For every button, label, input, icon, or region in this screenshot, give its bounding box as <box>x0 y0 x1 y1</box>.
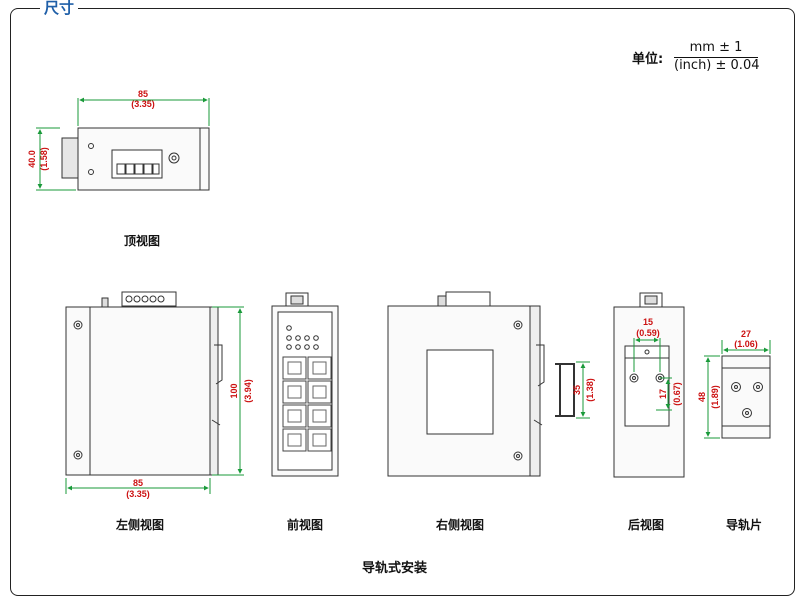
terminal-pin <box>125 163 135 175</box>
dim-top-width-in: (3.35) <box>131 99 155 109</box>
rj45-port <box>282 404 307 428</box>
led-indicator <box>313 344 319 350</box>
caption-right-side-view: 右侧视图 <box>436 518 485 532</box>
led-indicator <box>295 335 301 341</box>
section-title: 尺寸 <box>40 0 79 16</box>
dim-rail-width-mm: 27 <box>741 329 751 339</box>
terminal-block <box>121 291 177 307</box>
dim-rail-clip-mm: 35 <box>572 385 582 395</box>
dim-rail-width-in: (1.06) <box>734 339 758 349</box>
screw-icon <box>73 320 83 330</box>
dim-back-height-mm: 17 <box>658 389 668 399</box>
rj45-port <box>307 356 332 380</box>
rj45-port <box>282 356 307 380</box>
led-indicator <box>304 344 310 350</box>
dim-top-depth-mm: 40.0 <box>27 150 37 168</box>
din-bracket <box>624 345 670 427</box>
screw-icon <box>73 450 83 460</box>
din-clip <box>209 306 219 476</box>
screw-icon <box>88 169 94 175</box>
dim-rail-clip-in: (1.38) <box>585 378 595 402</box>
dim-side-height-in: (3.94) <box>243 379 253 403</box>
top-view-rail-clip <box>61 137 79 179</box>
terminal-pin <box>134 163 144 175</box>
rail-plate <box>721 355 771 439</box>
rail-plate-dims <box>704 340 771 439</box>
ground-screw-icon <box>168 152 180 164</box>
terminal-pin <box>143 163 153 175</box>
led-indicator <box>295 344 301 350</box>
top-view <box>61 127 210 191</box>
led-indicator <box>286 344 292 350</box>
rj45-port <box>307 404 332 428</box>
din-clip <box>529 305 541 477</box>
dim-rail-height-mm: 48 <box>697 392 707 402</box>
top-view-dims <box>36 97 210 191</box>
dim-back-width-mm: 15 <box>643 317 653 327</box>
dim-top-width-mm: 85 <box>138 89 148 99</box>
led-indicator <box>313 335 319 341</box>
caption-din-rail-install: 导轨式安装 <box>362 561 428 576</box>
rj45-port <box>282 380 307 404</box>
dim-rail-height-in: (1.89) <box>710 385 720 409</box>
label-area <box>426 349 494 435</box>
caption-front-view: 前视图 <box>287 518 324 532</box>
rail-plate-body <box>721 355 771 439</box>
dim-side-width-in: (3.35) <box>126 489 150 499</box>
caption-back-view: 后视图 <box>628 518 665 532</box>
diagram-frame <box>10 8 795 596</box>
screw-hole-icon <box>753 382 763 392</box>
unit-label: 单位: <box>632 52 664 67</box>
front-view <box>271 292 339 477</box>
terminal-pin <box>116 163 126 175</box>
terminal-pin <box>152 163 160 175</box>
screw-hole-icon <box>742 408 752 418</box>
back-view-dims <box>633 337 672 411</box>
rj45-port <box>307 380 332 404</box>
led-indicator <box>286 335 292 341</box>
caption-top-view: 顶视图 <box>124 234 161 248</box>
back-view <box>613 292 685 478</box>
caption-rail-plate: 导轨片 <box>726 518 763 532</box>
rj45-port <box>282 428 307 452</box>
led-indicator <box>286 325 292 331</box>
screw-icon <box>513 451 523 461</box>
rj45-port <box>307 428 332 452</box>
dim-side-width-mm: 85 <box>133 478 143 488</box>
right-side-view <box>387 291 545 477</box>
unit-numerator: mm ± 1 <box>689 40 743 55</box>
dim-top-depth-in: (1.58) <box>39 147 49 171</box>
unit-denominator: (inch) ± 0.04 <box>674 58 760 73</box>
caption-left-side-view: 左侧视图 <box>116 518 165 532</box>
left-side-dims <box>65 306 244 494</box>
screw-hole-icon <box>731 382 741 392</box>
left-side-body <box>65 306 211 476</box>
rail-clip-dims <box>576 361 590 419</box>
unit-fraction-bar <box>674 57 758 58</box>
screw-icon <box>513 320 523 330</box>
left-side-view <box>65 291 223 476</box>
din-rail-profile <box>555 363 575 417</box>
dim-back-height-in: (0.67) <box>672 382 682 406</box>
screw-icon <box>88 143 94 149</box>
screw-icon <box>629 373 639 383</box>
dim-side-height-mm: 100 <box>229 383 239 398</box>
dim-back-width-in: (0.59) <box>636 328 660 338</box>
led-indicator <box>304 335 310 341</box>
